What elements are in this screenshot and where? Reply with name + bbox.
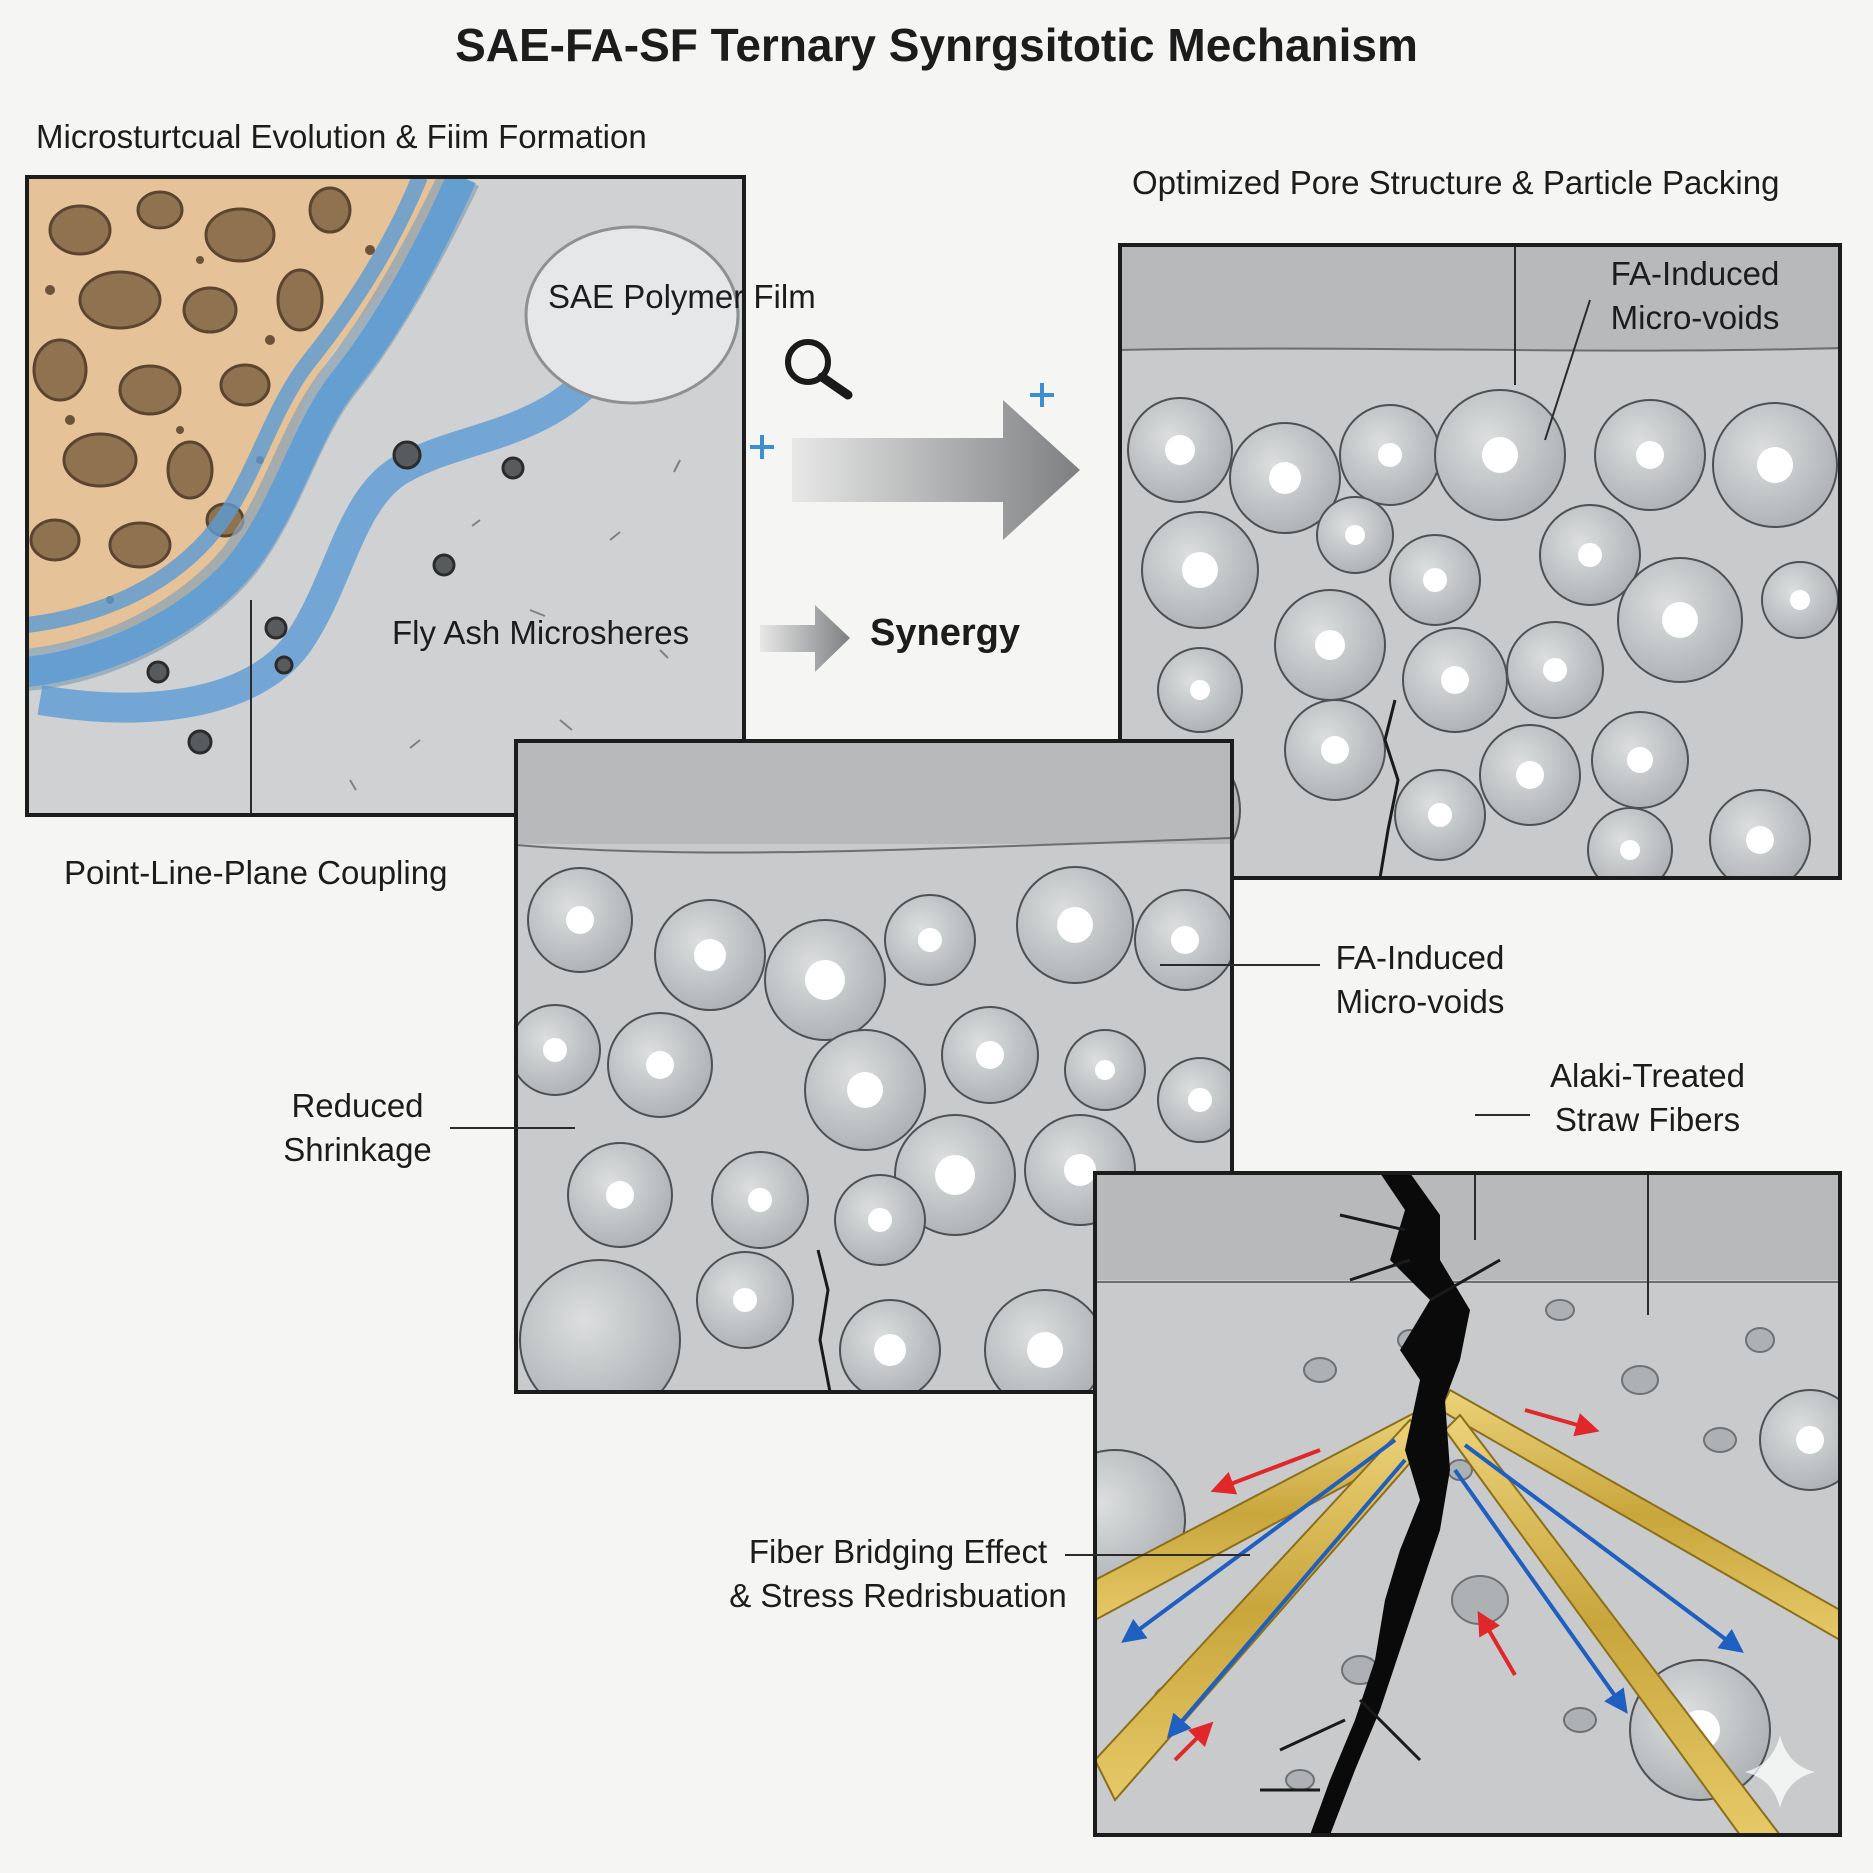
arrow-right-icon	[760, 605, 850, 672]
magnifier-icon	[785, 339, 853, 400]
plus-icon	[1030, 383, 1054, 407]
sparkle-icon	[1745, 1735, 1815, 1808]
label-line: Micro-voids	[1335, 983, 1505, 1020]
label-line: Micro-voids	[1610, 299, 1780, 336]
arrow-right-icon	[792, 400, 1080, 540]
label-reduced-shrinkage: Reduced Shrinkage	[260, 1084, 455, 1172]
label-line: Shrinkage	[283, 1131, 432, 1168]
label-fa-induced-microvoids-top: FA-Induced Micro-voids	[1590, 252, 1800, 340]
label-optimized-pore-structure: Optimized Pore Structure & Particle Pack…	[1132, 164, 1780, 201]
panel-film-formation	[27, 177, 744, 815]
plus-icon	[750, 435, 774, 459]
label-fiber-bridging-effect: Fiber Bridging Effect & Stress Redrisbua…	[718, 1530, 1078, 1618]
page-title: SAE-FA-SF Ternary Synrgsitotic Mechanism	[455, 19, 1418, 71]
label-line: Alaki-Treated	[1549, 1057, 1746, 1094]
label-synergy: Synergy	[870, 612, 1020, 654]
label-fa-induced-microvoids-mid: FA-Induced Micro-voids	[1320, 936, 1520, 1024]
label-point-line-plane-coupling: Point-Line-Plane Coupling	[64, 854, 448, 891]
label-sae-polymer-film: SAE Polymer Film	[548, 278, 816, 315]
panel-fiber-bridging	[1095, 1173, 1840, 1835]
label-microstructural-evolution: Microsturtcual Evolution & Fiim Formatio…	[36, 118, 647, 155]
label-line: Reduced	[291, 1087, 424, 1124]
label-fly-ash-microspheres: Fly Ash Microsheres	[392, 614, 690, 651]
label-alkali-treated-straw-fibers: Alaki-Treated Straw Fibers	[1530, 1054, 1765, 1142]
label-line: Straw Fibers	[1554, 1101, 1741, 1138]
label-line: Fiber Bridging Effect	[748, 1533, 1048, 1570]
label-line: FA-Induced	[1335, 939, 1505, 976]
panel-reduced-shrinkage	[516, 741, 1232, 1392]
label-line: FA-Induced	[1610, 255, 1780, 292]
label-line: & Stress Redrisbuation	[729, 1577, 1067, 1614]
